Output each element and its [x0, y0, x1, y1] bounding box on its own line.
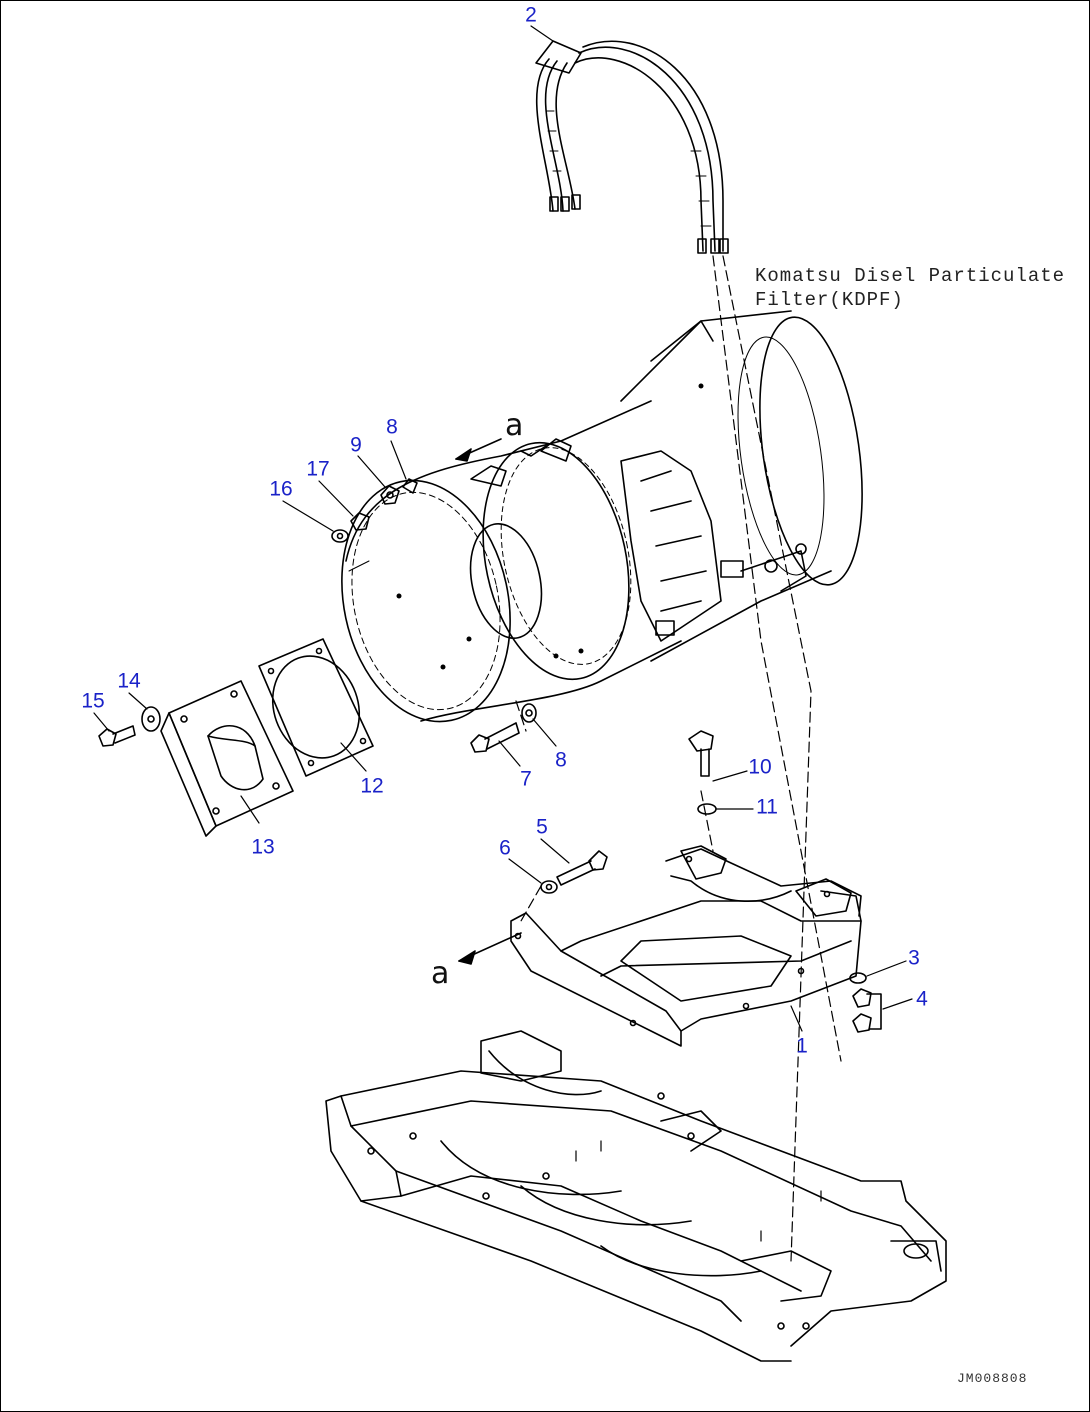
- washer-3: [849, 972, 867, 984]
- kdpf-note-line2: Filter(KDPF): [755, 288, 904, 311]
- leader-lines: [93, 25, 913, 1032]
- callout-10: 10: [748, 755, 772, 779]
- callout-13: 13: [251, 835, 275, 859]
- callout-17: 17: [306, 457, 330, 481]
- callout-7: 7: [520, 767, 532, 791]
- callout-14: 14: [117, 669, 141, 693]
- fasteners-upper: [331, 478, 418, 543]
- callout-6: 6: [499, 836, 511, 860]
- callout-1: 1: [796, 1034, 808, 1058]
- callout-15: 15: [81, 689, 105, 713]
- washer-8-lower: [521, 703, 537, 723]
- kdpf-note-line1: Komatsu Disel Particulate: [755, 265, 1066, 287]
- bolt-5: [556, 850, 608, 886]
- view-letter-upper: a: [505, 408, 524, 443]
- callout-8b: 8: [555, 748, 567, 772]
- bolt-15: [98, 725, 136, 747]
- bolt-10: [688, 730, 714, 777]
- callout-16: 16: [269, 477, 293, 501]
- nuts-4: [852, 988, 882, 1033]
- callout-11: 11: [756, 795, 778, 819]
- drawing-code: JM008808: [957, 1371, 1028, 1386]
- callout-3: 3: [908, 946, 920, 970]
- callout-5: 5: [536, 815, 548, 839]
- machine-frame: [325, 1030, 947, 1362]
- view-letter-lower: a: [431, 956, 450, 991]
- guide-lines: [515, 255, 842, 1262]
- callout-12: 12: [360, 774, 384, 798]
- kdpf-assembly: [341, 310, 863, 723]
- callout-8: 8: [386, 415, 398, 439]
- wiring-harness: [535, 40, 729, 254]
- callout-9: 9: [350, 433, 362, 457]
- flange-13: [160, 680, 294, 837]
- washer-11: [697, 803, 717, 815]
- callout-4: 4: [916, 987, 928, 1011]
- bolt-7: [470, 722, 520, 753]
- washer-6: [540, 880, 558, 894]
- washer-14: [141, 706, 161, 732]
- callout-2: 2: [525, 3, 537, 27]
- bracket-1: [510, 845, 862, 1047]
- kdpf-note: Komatsu Disel Particulate Filter(KDPF): [755, 265, 1065, 313]
- gasket-12: [258, 638, 374, 777]
- view-arrow-upper: [455, 438, 502, 462]
